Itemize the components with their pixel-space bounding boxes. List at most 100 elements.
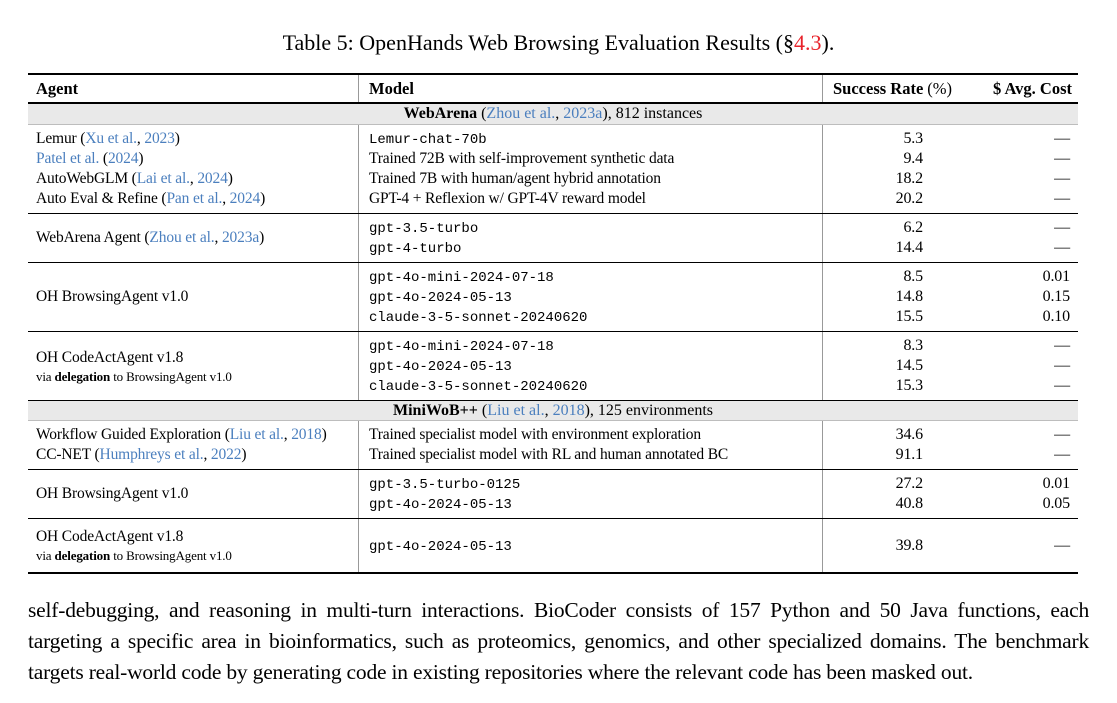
text-span: claude-3-5-sonnet-20240620 bbox=[369, 379, 588, 395]
agent-line: Workflow Guided Exploration (Liu et al.,… bbox=[36, 425, 358, 445]
agent-line: WebArena Agent (Zhou et al., 2023a) bbox=[36, 228, 358, 248]
body-paragraph: self-debugging, and reasoning in multi-t… bbox=[28, 598, 1089, 684]
citation-link[interactable]: 2022 bbox=[210, 446, 242, 463]
text-span: ( bbox=[477, 401, 488, 419]
text-span: CC-NET ( bbox=[36, 446, 100, 463]
text-span: OH CodeActAgent v1.8 bbox=[36, 348, 184, 366]
caption-text-end: ). bbox=[821, 30, 835, 55]
text-span: gpt-4o-mini-2024-07-18 bbox=[369, 270, 554, 286]
cost-value: — bbox=[1054, 170, 1070, 187]
citation-link[interactable]: 2023a bbox=[221, 229, 260, 246]
citation-link[interactable]: 2023a bbox=[563, 105, 603, 122]
citation-link[interactable]: Zhou et al. bbox=[149, 229, 215, 246]
table-body: WebArena (Zhou et al., 2023a), 812 insta… bbox=[28, 104, 1078, 572]
success-value: 15.3 bbox=[895, 377, 924, 394]
text-span: , bbox=[189, 170, 198, 187]
text-span: MiniWoB++ bbox=[393, 401, 478, 419]
agent-line: AutoWebGLM (Lai et al., 2024) bbox=[36, 169, 358, 189]
citation-link[interactable]: Patel et al. bbox=[36, 150, 100, 167]
text-span: ( bbox=[477, 105, 487, 122]
col-header-avg-cost: $ Avg. Cost bbox=[993, 78, 1072, 98]
text-span: OH BrowsingAgent v1.0 bbox=[36, 485, 189, 502]
text-span: GPT-4 + Reflexion w/ GPT-4V reward model bbox=[369, 190, 646, 207]
cost-value: — bbox=[1054, 536, 1070, 554]
citation-link[interactable]: Lai et al. bbox=[136, 170, 190, 187]
text-span: claude-3-5-sonnet-20240620 bbox=[369, 310, 588, 326]
agent-cell: OH BrowsingAgent v1.0 bbox=[28, 470, 358, 518]
success-value: 27.2 bbox=[895, 475, 924, 492]
text-span: , bbox=[214, 229, 222, 246]
citation-link[interactable]: 2024 bbox=[107, 150, 139, 167]
agent-line: OH BrowsingAgent v1.0 bbox=[36, 484, 358, 504]
model-line: Trained 7B with human/agent hybrid annot… bbox=[369, 169, 822, 189]
section-ref-link[interactable]: 4.3 bbox=[794, 30, 822, 55]
cost-value: 0.10 bbox=[1042, 308, 1071, 325]
success-cell: 8.3 14.5 15.3 bbox=[822, 332, 985, 400]
citation-link[interactable]: Xu et al. bbox=[85, 130, 137, 147]
citation-link[interactable]: Pan et al. bbox=[166, 190, 223, 207]
citation-link[interactable]: Liu et al. bbox=[229, 426, 284, 443]
text-span: ) bbox=[259, 229, 265, 246]
citation-link[interactable]: Liu et al. bbox=[487, 401, 545, 419]
cost-value: — bbox=[1054, 357, 1070, 374]
text-span: gpt-4o-mini-2024-07-18 bbox=[369, 339, 554, 355]
model-line: claude-3-5-sonnet-20240620 bbox=[369, 307, 822, 327]
model-line: Trained 72B with self-improvement synthe… bbox=[369, 149, 822, 169]
success-value: 8.3 bbox=[903, 337, 923, 354]
model-line: Trained specialist model with RL and hum… bbox=[369, 445, 822, 465]
text-span: ) bbox=[174, 130, 180, 147]
text-span: Trained specialist model with RL and hum… bbox=[369, 446, 729, 463]
text-span: WebArena Agent ( bbox=[36, 229, 150, 246]
success-value: 14.5 bbox=[895, 357, 924, 374]
text-span: delegation bbox=[54, 548, 111, 563]
model-line: Lemur-chat-70b bbox=[369, 129, 822, 149]
text-span: , bbox=[555, 105, 564, 122]
section-band: MiniWoB++ (Liu et al., 2018), 125 enviro… bbox=[28, 400, 1078, 421]
text-span: ), 125 environments bbox=[584, 401, 713, 419]
text-span: gpt-4o-2024-05-13 bbox=[369, 359, 512, 375]
success-value: 34.6 bbox=[895, 426, 924, 443]
success-value: 39.8 bbox=[895, 536, 924, 554]
citation-link[interactable]: Humphreys et al. bbox=[99, 446, 204, 463]
citation-link[interactable]: 2023 bbox=[144, 130, 175, 147]
text-span: Lemur ( bbox=[36, 130, 86, 147]
success-value: 20.2 bbox=[895, 190, 924, 207]
cost-value: 0.05 bbox=[1042, 495, 1071, 512]
table-row-group: Workflow Guided Exploration (Liu et al.,… bbox=[28, 421, 1078, 469]
text-span: Auto Eval & Refine ( bbox=[36, 190, 167, 207]
text-span: , bbox=[222, 190, 230, 207]
success-value: 6.2 bbox=[903, 219, 923, 236]
agent-cell: WebArena Agent (Zhou et al., 2023a) bbox=[28, 214, 358, 262]
cost-value: — bbox=[1054, 337, 1070, 354]
text-span: Trained 7B with human/agent hybrid annot… bbox=[369, 170, 661, 187]
cost-value: — bbox=[1054, 190, 1070, 207]
text-span: Trained 72B with self-improvement synthe… bbox=[369, 150, 675, 167]
success-value: 5.3 bbox=[903, 130, 923, 147]
model-line: gpt-4o-mini-2024-07-18 bbox=[369, 267, 822, 287]
table-row-group: Lemur (Xu et al., 2023)Patel et al. (202… bbox=[28, 125, 1078, 213]
citation-link[interactable]: 2018 bbox=[552, 401, 585, 419]
text-span: gpt-4o-2024-05-13 bbox=[369, 497, 512, 513]
citation-link[interactable]: 2024 bbox=[229, 190, 261, 207]
citation-link[interactable]: 2024 bbox=[197, 170, 228, 187]
citation-link[interactable]: Zhou et al. bbox=[486, 105, 556, 122]
cost-value: — bbox=[1054, 377, 1070, 394]
citation-link[interactable]: 2018 bbox=[291, 426, 322, 443]
model-line: gpt-3.5-turbo bbox=[369, 218, 822, 238]
model-line: GPT-4 + Reflexion w/ GPT-4V reward model bbox=[369, 189, 822, 209]
cost-value: — bbox=[1054, 446, 1070, 463]
agent-line: OH CodeActAgent v1.8 bbox=[36, 348, 358, 368]
text-span: OH CodeActAgent v1.8 bbox=[36, 528, 184, 545]
cost-value: 0.01 bbox=[1042, 268, 1071, 285]
text-span: via bbox=[36, 368, 55, 384]
cost-value: — bbox=[1054, 426, 1070, 443]
cost-value: 0.01 bbox=[1042, 475, 1071, 492]
